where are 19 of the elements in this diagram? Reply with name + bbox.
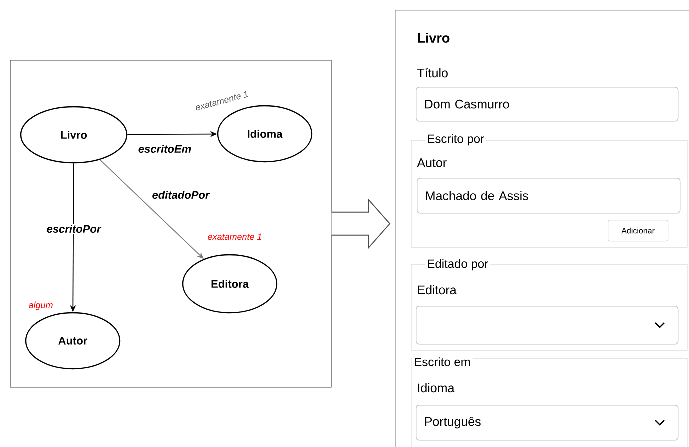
fieldset-legend: Escrito por [425,134,487,146]
field-label: Editora [418,285,457,295]
frame-box [10,60,332,388]
field-label: Autor [417,158,447,168]
add-button: Adicionar [608,220,669,242]
fieldset-legend: Editado por [425,259,491,271]
input-field: Machado de Assis [417,178,681,214]
cardinality-label: exatamente 1 [208,234,262,240]
block-arrow [331,198,391,250]
input-field: Dom Casmurro [416,87,679,122]
dropdown-field: Português [416,404,679,441]
edge-label: escritoPor [46,224,102,234]
edge-label: editadoPor [151,190,211,200]
fieldset-legend: Escrito em [412,358,473,366]
panel-heading: Livro [418,33,450,43]
cardinality-label: algum [28,302,53,310]
edge-label: escritoEm [137,144,193,154]
field-label: Idioma [418,383,455,393]
field-label: Título [417,68,448,78]
